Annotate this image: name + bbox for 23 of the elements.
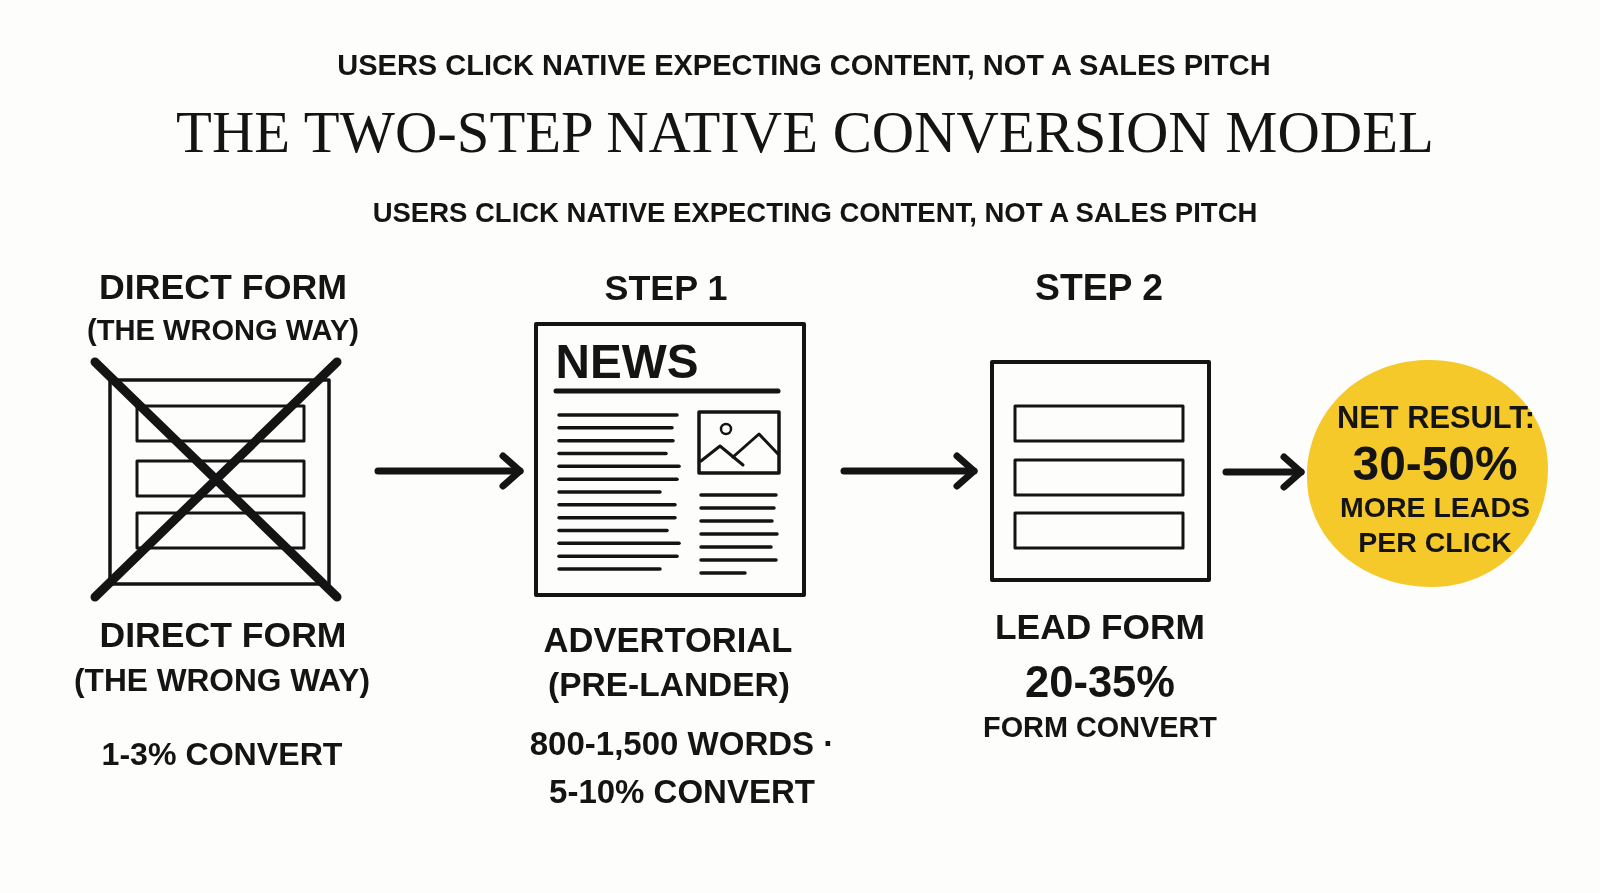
step-label: STEP 1 [604, 267, 728, 309]
result-label: NET RESULT: [1337, 400, 1535, 436]
conversion-rate: 1-3% CONVERT [101, 737, 343, 773]
conversion-rate: 20-35% [1025, 657, 1175, 707]
caption-subheading: (PRE-LANDER) [548, 666, 790, 704]
subheading: (THE WRONG WAY) [87, 313, 359, 347]
result-text: MORE LEADS PER CLICK [1339, 489, 1531, 560]
arrow [840, 452, 978, 490]
arrow [1222, 453, 1305, 491]
subtitle: USERS CLICK NATIVE EXPECTING CONTENT, NOT A SALES PITCH [337, 48, 1271, 82]
conversion-note: FORM CONVERT [983, 710, 1217, 744]
caption-heading: DIRECT FORM [99, 616, 347, 656]
result-value: 30-50% [1352, 437, 1518, 491]
caption-heading: ADVERTORIAL [543, 620, 793, 660]
step-label: STEP 2 [1035, 267, 1163, 309]
arrow [374, 452, 524, 490]
title: THE TWO-STEP NATIVE CONVERSION MODEL [176, 100, 1434, 166]
caption-subheading: (THE WRONG WAY) [74, 663, 370, 699]
heading: DIRECT FORM [99, 267, 347, 307]
subtitle: USERS CLICK NATIVE EXPECTING CONTENT, NOT A SALES PITCH [372, 197, 1258, 229]
caption-heading: LEAD FORM [995, 607, 1205, 647]
newspaper-headline: NEWS [555, 335, 699, 389]
conversion-rate: 800-1,500 WORDS · 5-10% CONVERT [528, 724, 836, 812]
